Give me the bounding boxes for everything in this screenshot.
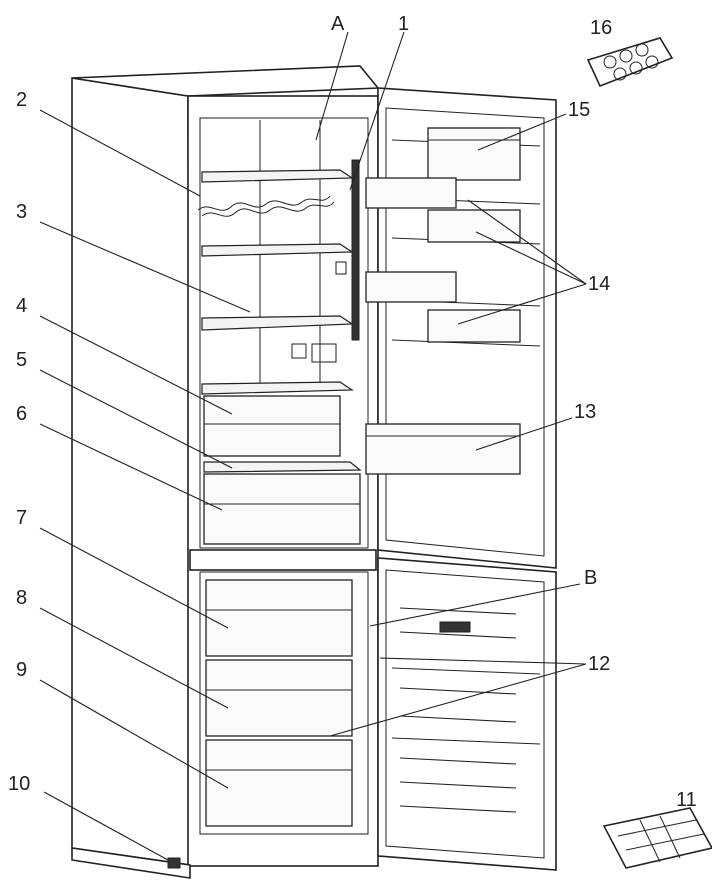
label-4: 4 xyxy=(16,295,27,317)
label-8: 8 xyxy=(16,587,27,609)
egg-tray-accessory xyxy=(586,37,674,88)
label-13: 13 xyxy=(574,401,596,423)
ice-tray-accessory xyxy=(602,807,712,869)
label-7: 7 xyxy=(16,507,27,529)
label-11: 11 xyxy=(676,789,697,811)
upper-door xyxy=(365,87,557,569)
label-A: A xyxy=(331,13,345,35)
label-15: 15 xyxy=(568,99,590,121)
label-1: 1 xyxy=(398,13,409,35)
control-panel xyxy=(291,159,360,363)
freezer-drawers xyxy=(205,579,353,827)
label-10: 10 xyxy=(8,773,30,795)
lower-door xyxy=(377,557,557,871)
wine-rack xyxy=(197,195,335,217)
label-3: 3 xyxy=(16,201,27,223)
leader-lines xyxy=(39,31,587,861)
label-5: 5 xyxy=(16,349,27,371)
label-2: 2 xyxy=(16,89,27,111)
label-16: 16 xyxy=(590,17,612,39)
label-9: 9 xyxy=(16,659,27,681)
label-12: 12 xyxy=(588,653,610,675)
label-B: B xyxy=(584,567,597,589)
label-6: 6 xyxy=(16,403,27,425)
callouts: A 1 2 3 4 5 6 7 8 9 10 11 12 13 14 15 16… xyxy=(8,13,697,811)
fridge-drawers xyxy=(203,395,362,545)
label-14: 14 xyxy=(588,273,610,295)
